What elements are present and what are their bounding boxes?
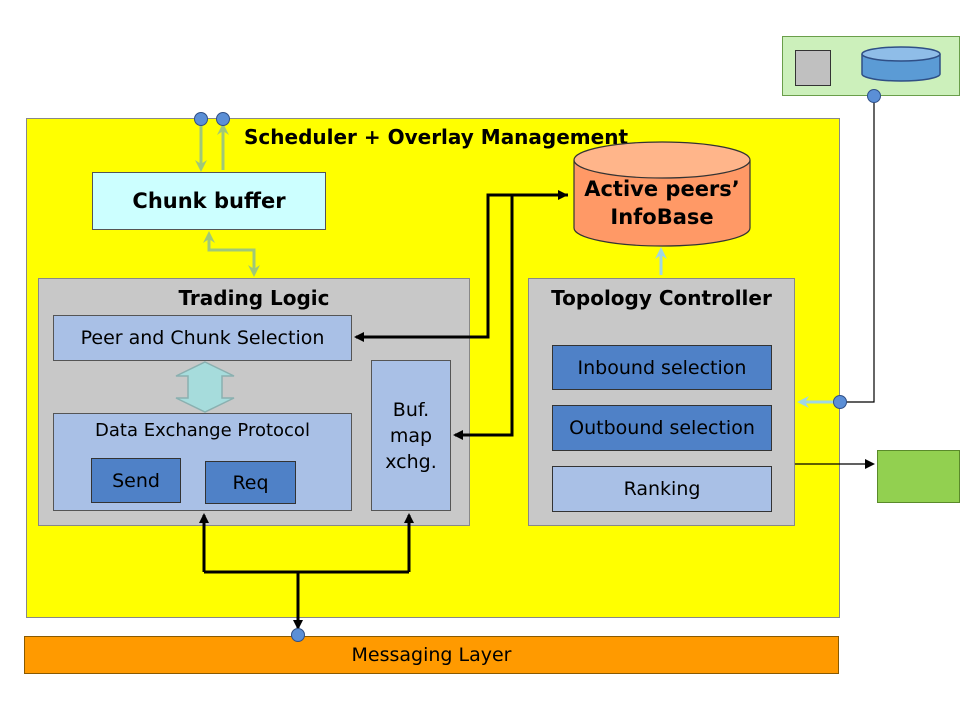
outbound-selection-box: Outbound selection: [552, 405, 772, 451]
bufmap-label-line3: xchg.: [385, 450, 437, 473]
messaging-layer-label: Messaging Layer: [351, 644, 512, 666]
trading-logic-title: Trading Logic: [178, 286, 330, 310]
port-top-left: [194, 112, 208, 126]
messaging-layer-bar: Messaging Layer: [24, 636, 839, 674]
external-module-right: [877, 450, 960, 503]
topology-controller-title: Topology Controller: [551, 286, 772, 310]
peer-chunk-selection-label: Peer and Chunk Selection: [80, 327, 325, 349]
active-peers-label-line1: Active peers’: [584, 177, 740, 201]
send-label: Send: [112, 469, 160, 492]
ranking-label: Ranking: [623, 478, 701, 500]
bufmap-label-line2: map: [389, 424, 433, 447]
inbound-selection-label: Inbound selection: [577, 356, 747, 379]
chunk-buffer-label: Chunk buffer: [132, 189, 286, 213]
req-box: Req: [205, 461, 296, 504]
req-label: Req: [232, 471, 269, 494]
external-gray-square: [795, 50, 831, 86]
main-title: Scheduler + Overlay Management: [244, 125, 629, 149]
port-top-right: [216, 112, 230, 126]
port-messaging: [291, 628, 305, 642]
chunk-buffer-box: Chunk buffer: [92, 172, 326, 230]
active-peers-database: [573, 141, 751, 247]
peer-chunk-selection-box: Peer and Chunk Selection: [53, 315, 352, 361]
port-topology-right: [833, 395, 847, 409]
outbound-selection-label: Outbound selection: [569, 417, 755, 439]
external-database-icon: [861, 46, 941, 82]
data-exchange-protocol-label: Data Exchange Protocol: [95, 420, 310, 441]
bufmap-label-line1: Buf.: [392, 398, 430, 421]
bufmap-xchg-box: Buf. map xchg.: [371, 360, 451, 511]
inbound-selection-box: Inbound selection: [552, 345, 772, 390]
ranking-box: Ranking: [552, 466, 772, 512]
active-peers-label-line2: InfoBase: [610, 205, 714, 229]
send-box: Send: [91, 458, 181, 503]
port-external-top: [867, 89, 881, 103]
